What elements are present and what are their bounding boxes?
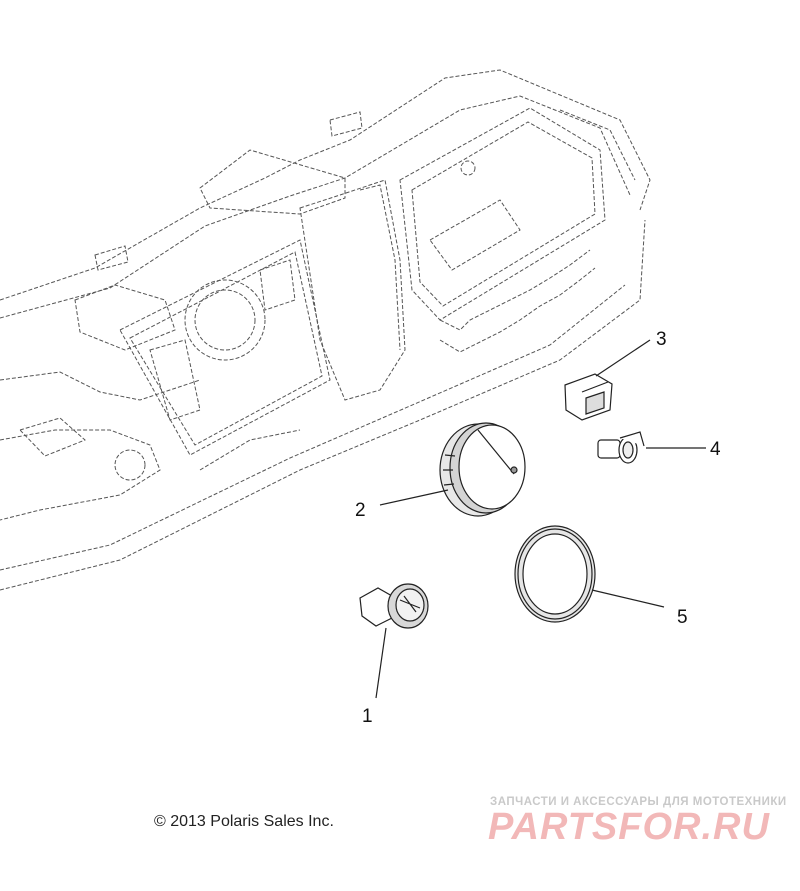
leader-line-2 xyxy=(379,489,449,506)
part-2-gauge xyxy=(439,422,526,517)
watermark-tagline: ЗАПЧАСТИ И АКСЕССУАРЫ ДЛЯ МОТОТЕХНИКИ xyxy=(490,796,787,808)
watermark-logo: PARTSFOR.RU xyxy=(488,806,770,848)
part-5-bezel-ring xyxy=(514,525,596,623)
callout-1: 1 xyxy=(362,706,373,727)
copyright-notice: © 2013 Polaris Sales Inc. xyxy=(154,813,334,830)
leader-line-3 xyxy=(595,339,651,377)
leader-line-1 xyxy=(375,627,387,699)
part-4-power-socket xyxy=(597,431,645,464)
callout-5: 5 xyxy=(677,607,688,628)
leader-line-5 xyxy=(591,589,665,608)
callout-3: 3 xyxy=(656,329,667,350)
dashboard-drawing xyxy=(0,69,651,591)
leader-lines xyxy=(375,339,706,699)
callout-4: 4 xyxy=(710,439,721,460)
part-1-ignition-switch xyxy=(359,583,429,629)
part-3-rocker-switch xyxy=(564,373,613,421)
callout-2: 2 xyxy=(355,500,366,521)
